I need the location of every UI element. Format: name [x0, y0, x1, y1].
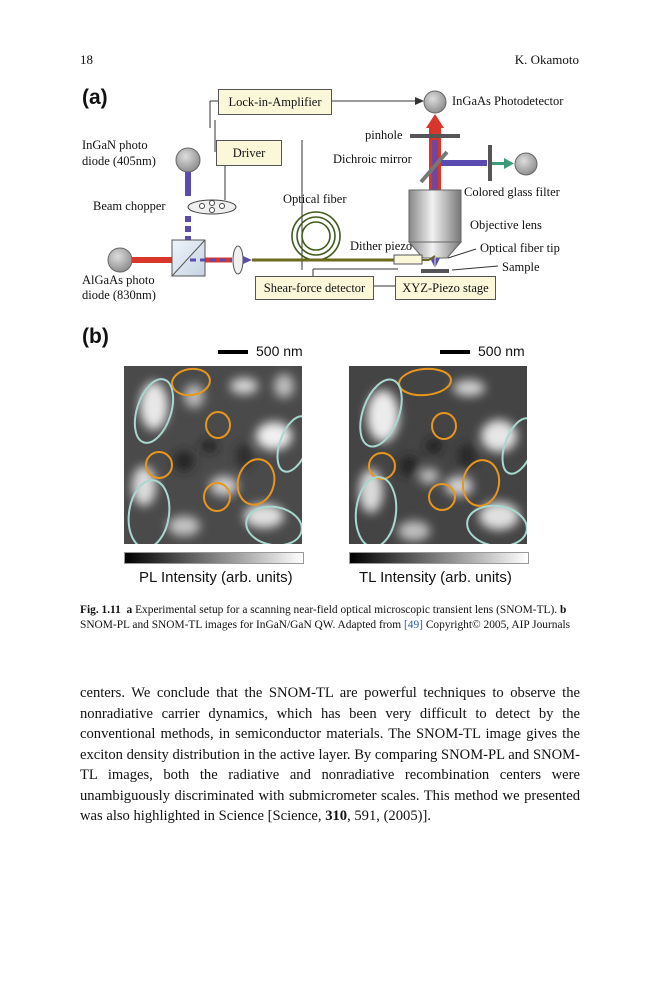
pinhole-icon: [410, 134, 460, 138]
ingaas-label: InGaAs Photodetector: [452, 94, 564, 108]
chopper-label: Beam chopper: [93, 199, 166, 213]
coupling-lens-icon: [232, 245, 244, 275]
panel-b-letter: (b): [82, 325, 109, 348]
caption-a-text: Experimental setup for a scanning near-f…: [135, 604, 558, 616]
tl-image: [349, 366, 527, 544]
pl-image: [124, 366, 302, 544]
panel-a-letter: (a): [82, 86, 108, 109]
dichroic-label: Dichroic mirror: [333, 152, 412, 166]
algaas-diode-icon: [107, 247, 133, 273]
fiber-tip-label: Optical fiber tip: [480, 241, 560, 255]
colored-filter-icon: [488, 145, 492, 181]
running-author: K. Okamoto: [514, 52, 579, 67]
dither-piezo-icon: [393, 254, 423, 265]
dither-piezo-label: Dither piezo: [350, 239, 413, 253]
scale-bar-left: [218, 350, 248, 354]
filter-detector-icon: [514, 152, 538, 176]
sample-icon: [421, 269, 449, 273]
caption-b-text: SNOM-PL and SNOM-TL images for InGaN/GaN…: [80, 619, 402, 631]
signal-wires: [209, 100, 422, 287]
lock-in-amplifier-box: Lock-in-Amplifier: [218, 89, 332, 115]
body-text-end: , 591, (2005)].: [347, 808, 431, 824]
figure-caption: Fig. 1.11 a Experimental setup for a sca…: [80, 603, 580, 633]
body-bold-volume: 310: [325, 808, 348, 824]
ingan-label-2: diode (405nm): [82, 154, 156, 168]
tl-colorbar: [349, 552, 529, 564]
sample-label: Sample: [502, 260, 540, 274]
objective-label: Objective lens: [470, 218, 542, 232]
colored-filter-label: Colored glass filter: [464, 185, 560, 199]
caption-b-letter: b: [560, 604, 567, 616]
pl-colorbar-label: PL Intensity (arb. units): [139, 569, 293, 586]
scale-bar-left-label: 500 nm: [256, 343, 303, 359]
xyz-piezo-stage-box: XYZ-Piezo stage: [395, 276, 496, 300]
pl-colorbar: [124, 552, 304, 564]
scale-bar-right-label: 500 nm: [478, 343, 525, 359]
page-number: 18: [80, 52, 93, 67]
ingaas-detector-icon: [423, 90, 447, 114]
ingan-label-1: InGaN photo: [82, 138, 148, 152]
body-paragraph: centers. We conclude that the SNOM-TL ar…: [80, 683, 580, 827]
body-text-main: centers. We conclude that the SNOM-TL ar…: [80, 685, 580, 824]
optical-fiber-label: Optical fiber: [283, 192, 347, 206]
reference-link[interactable]: [49]: [403, 619, 423, 631]
shear-force-detector-box: Shear-force detector: [255, 276, 374, 300]
caption-a-letter: a: [126, 604, 133, 616]
optical-fiber-coil: [291, 211, 341, 261]
ingan-diode-icon: [175, 147, 201, 173]
algaas-label-1: AlGaAs photo: [82, 273, 155, 287]
algaas-label-2: diode (830nm): [82, 288, 156, 302]
setup-diagram: [107, 90, 538, 287]
caption-label: Fig. 1.11: [80, 604, 121, 616]
objective-lens-icon: [408, 189, 462, 243]
pinhole-label: pinhole: [365, 128, 403, 142]
tl-colorbar-label: TL Intensity (arb. units): [359, 569, 512, 586]
scale-bar-right: [440, 350, 470, 354]
dichroic-mirror-icon: [419, 150, 449, 184]
driver-box: Driver: [216, 140, 282, 166]
caption-copyright: Copyright© 2005, AIP Journals: [425, 619, 571, 631]
